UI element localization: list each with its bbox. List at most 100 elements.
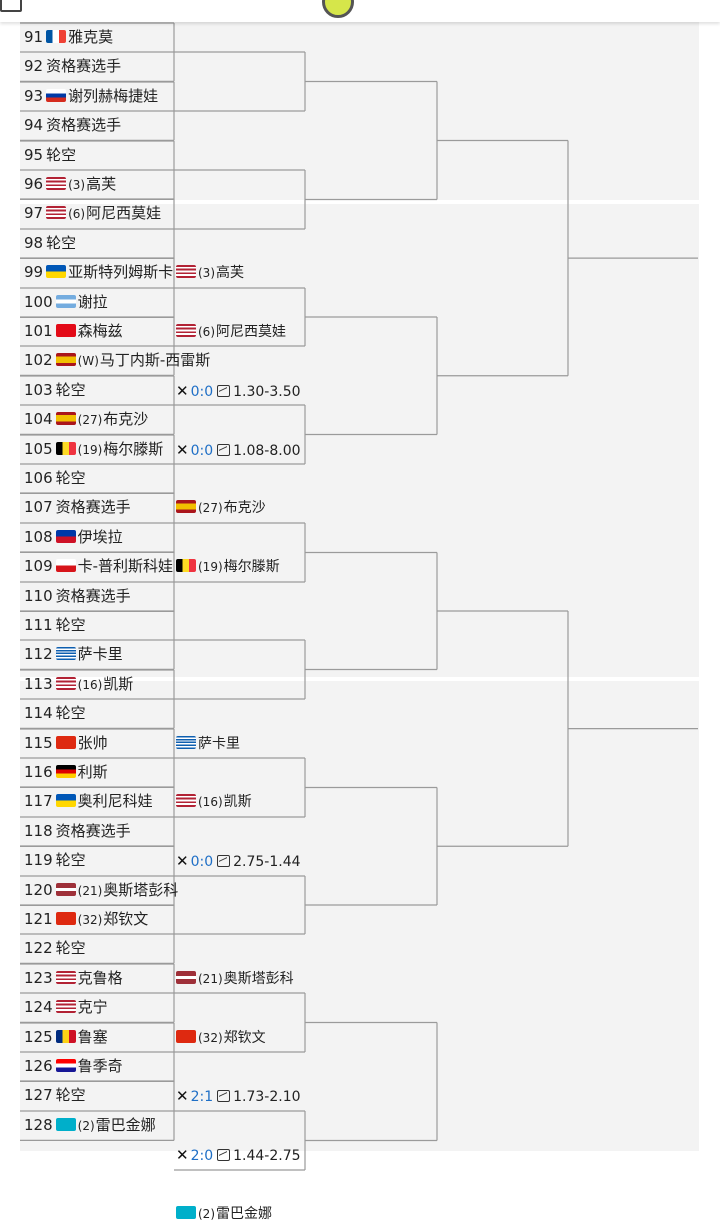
flag-icon-es	[176, 500, 196, 513]
advanced-player[interactable]: (27)布克沙	[176, 495, 266, 521]
draw-position: 93	[24, 87, 44, 105]
player-row[interactable]: 121(32)郑钦文	[24, 905, 148, 933]
player-name: 资格赛选手	[55, 498, 131, 516]
player-row[interactable]: 113(16)凯斯	[24, 670, 133, 698]
draw-position: 91	[24, 28, 44, 46]
advanced-player[interactable]: (6)阿尼西莫娃	[176, 319, 286, 345]
seed-label: (W)	[77, 354, 99, 368]
player-name: 克鲁格	[77, 969, 123, 987]
match-odds: 1.08-8.00	[233, 443, 301, 459]
player-name: 轮空	[55, 704, 86, 722]
seed-label: (6)	[198, 325, 215, 339]
player-row[interactable]: 102(W)马丁内斯-西雷斯	[24, 346, 210, 374]
player-row[interactable]: 105(19)梅尔滕斯	[24, 435, 163, 463]
player-name: 阿尼西莫娃	[86, 204, 162, 222]
player-name: 奥利尼科娃	[77, 792, 153, 810]
player-name: 轮空	[55, 381, 86, 399]
flag-icon-de	[55, 765, 76, 778]
advanced-player[interactable]: (3)高芙	[176, 260, 244, 286]
flag-icon-ph	[55, 530, 76, 543]
flag-icon-lv	[176, 971, 196, 984]
player-name: 高芙	[216, 265, 244, 281]
advanced-player[interactable]: (16)凯斯	[176, 789, 252, 815]
seed-label: (2)	[198, 1207, 215, 1221]
advanced-player[interactable]: (2)雷巴金娜	[176, 1201, 272, 1227]
versus-icon: ✕	[176, 1146, 189, 1164]
draw-position: 120	[24, 881, 53, 899]
player-row[interactable]: 97(6)阿尼西莫娃	[24, 199, 161, 227]
seed-label: (3)	[198, 266, 215, 280]
draw-position: 114	[24, 704, 53, 722]
section-quarter-c	[20, 681, 699, 1151]
player-row[interactable]: 123 克鲁格	[24, 964, 123, 992]
player-name: 奥斯塔彭科	[223, 971, 294, 987]
player-row[interactable]: 96(3)高芙	[24, 170, 116, 198]
advanced-player[interactable]: 萨卡里	[176, 731, 240, 757]
flag-icon-lv	[55, 883, 76, 896]
player-row[interactable]: 120(21)奥斯塔彭科	[24, 876, 178, 904]
player-name: 利斯	[77, 763, 108, 781]
player-row[interactable]: 104(27)布克沙	[24, 405, 148, 433]
match-score: 2:1	[190, 1089, 214, 1105]
menu-icon[interactable]	[0, 0, 22, 12]
draw-position: 119	[24, 851, 53, 869]
draw-position: 123	[24, 969, 53, 987]
flag-icon-es	[55, 412, 76, 425]
flag-icon-us	[46, 177, 67, 190]
player-name: 轮空	[46, 146, 77, 164]
odds-chart-icon	[217, 855, 231, 867]
player-row[interactable]: 91 雅克莫	[24, 23, 113, 51]
player-name: 轮空	[55, 1086, 86, 1104]
advanced-player[interactable]: (21)奥斯塔彭科	[176, 966, 294, 992]
player-row[interactable]: 128(2)雷巴金娜	[24, 1111, 156, 1139]
player-name: 伊埃拉	[77, 528, 123, 546]
match-odds: 1.44-2.75	[233, 1148, 301, 1164]
advanced-player[interactable]: (19)梅尔滕斯	[176, 554, 280, 580]
advanced-player[interactable]: (32)郑钦文	[176, 1025, 266, 1051]
player-name: 梅尔滕斯	[103, 440, 164, 458]
seed-label: (32)	[198, 1031, 223, 1045]
seed-label: (32)	[77, 913, 103, 927]
draw-position: 115	[24, 734, 53, 752]
odds-chart-icon	[217, 385, 231, 397]
player-name: 资格赛选手	[55, 822, 131, 840]
draw-position: 103	[24, 381, 53, 399]
draw-position: 112	[24, 645, 53, 663]
player-name: 雅克莫	[68, 28, 114, 46]
match-odds: 1.73-2.10	[233, 1089, 301, 1105]
player-name: 克宁	[77, 998, 108, 1016]
draw-position: 97	[24, 204, 44, 222]
